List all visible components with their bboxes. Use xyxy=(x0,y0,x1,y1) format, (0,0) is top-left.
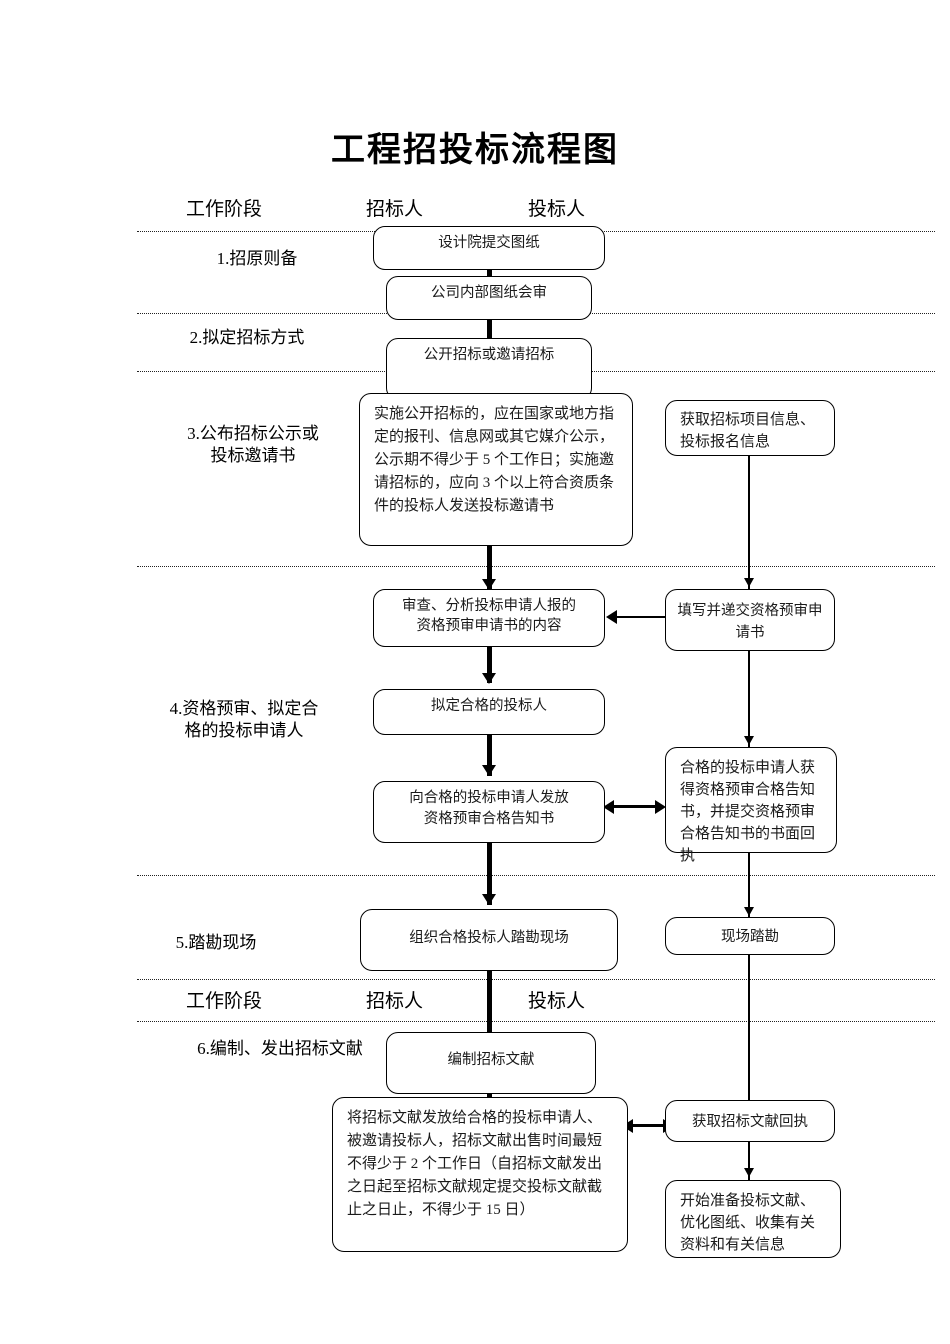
connector-r7 xyxy=(632,1124,670,1127)
connector-2 xyxy=(487,302,492,350)
connector-8 xyxy=(487,966,492,1044)
separator-7 xyxy=(137,1021,935,1022)
arrow-r4-left-icon xyxy=(603,800,614,814)
stage-label-4: 4.资格预审、拟定合 格的投标申请人 xyxy=(169,699,319,740)
box-draft-qualified[interactable]: 拟定合格的投标人 xyxy=(373,689,605,735)
header-tenderer-2: 招标人 xyxy=(366,991,424,1012)
arrow-r4-right-icon xyxy=(655,800,666,814)
box-internal-review[interactable]: 公司内部图纸会审 xyxy=(386,276,592,320)
header-tenderer-1: 招标人 xyxy=(366,199,424,220)
stage-label-6: 6.编制、发出招标文献 xyxy=(197,1039,363,1058)
box-design-drawings[interactable]: 设计院提交图纸 xyxy=(373,226,605,270)
box-review-application[interactable]: 审查、分析投标申请人报的 资格预审申请书的内容 xyxy=(373,589,605,647)
stage-label-2: 2.拟定招标方式 xyxy=(189,328,305,347)
arrow-r3-icon xyxy=(744,736,754,745)
box-compile-docs[interactable]: 编制招标文献 xyxy=(386,1032,596,1094)
box-tender-method[interactable]: 公开招标或邀请招标 xyxy=(386,338,592,400)
separator-4 xyxy=(137,566,935,567)
stage-label-3: 3.公布招标公示或 投标邀请书 xyxy=(187,424,319,465)
box-organize-survey[interactable]: 组织合格投标人踏勘现场 xyxy=(360,909,618,971)
header-bidder-2: 投标人 xyxy=(528,991,586,1012)
arrow-4-icon xyxy=(482,765,496,776)
arrow-2-icon xyxy=(482,579,496,590)
connector-r3 xyxy=(748,651,750,747)
connector-r2 xyxy=(617,616,665,618)
arrow-r1-icon xyxy=(744,578,754,587)
box-get-doc-receipt[interactable]: 获取招标文献回执 xyxy=(665,1100,835,1142)
connector-7 xyxy=(487,843,492,905)
arrow-r8-icon xyxy=(744,1168,754,1177)
header-stage-1: 工作阶段 xyxy=(186,199,263,220)
box-site-survey[interactable]: 现场踏勘 xyxy=(665,917,835,955)
separator-6 xyxy=(137,979,935,980)
connector-4 xyxy=(487,540,492,590)
header-bidder-1: 投标人 xyxy=(528,199,586,220)
arrow-3-icon xyxy=(482,673,496,684)
box-publish-notice[interactable]: 实施公开招标的，应在国家或地方指定的报刊、信息网或其它媒介公示，公示期不得少于 … xyxy=(359,393,633,546)
box-issue-notice[interactable]: 向合格的投标申请人发放 资格预审合格告知书 xyxy=(373,781,605,843)
connector-5 xyxy=(487,645,492,683)
box-fill-application[interactable]: 填写并递交资格预审申请书 xyxy=(665,589,835,651)
box-distribute-docs[interactable]: 将招标文献发放给合格的投标申请人、被邀请投标人，招标文献出售时间最短不得少于 2… xyxy=(332,1097,628,1252)
arrow-r2-icon xyxy=(606,610,617,624)
box-prepare-bid[interactable]: 开始准备投标文献、优化图纸、收集有关资料和有关信息 xyxy=(665,1180,841,1258)
connector-r6 xyxy=(748,953,750,1099)
arrow-5-icon xyxy=(482,894,496,905)
box-get-project-info[interactable]: 获取招标项目信息、投标报名信息 xyxy=(665,400,835,456)
stage-label-5: 5.踏勘现场 xyxy=(175,933,257,952)
stage-label-1: 1.招原则备 xyxy=(216,249,298,268)
box-qualified-receipt[interactable]: 合格的投标申请人获得资格预审合格告知书，并提交资格预审合格告知书的书面回执 xyxy=(665,747,837,864)
header-stage-2: 工作阶段 xyxy=(186,991,263,1012)
connector-r5 xyxy=(748,852,750,918)
connector-6 xyxy=(487,734,492,776)
connector-r4 xyxy=(612,805,662,808)
arrow-r5-icon xyxy=(744,907,754,916)
separator-5 xyxy=(137,875,935,876)
page-title: 工程招投标流程图 xyxy=(331,130,619,170)
connector-r1 xyxy=(748,455,750,589)
